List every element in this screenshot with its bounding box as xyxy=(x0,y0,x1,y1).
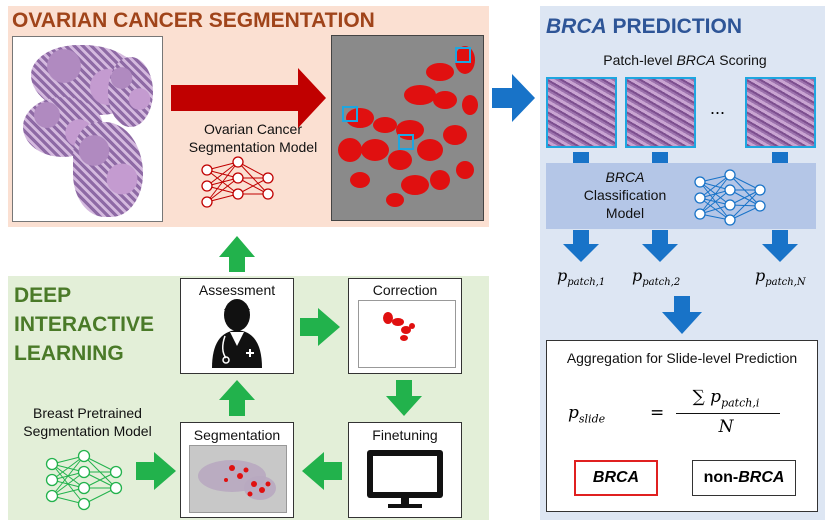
classification-model-band xyxy=(546,163,816,229)
correction-label: Correction xyxy=(372,282,438,298)
p-patch-2-label: ppatch,2 xyxy=(632,266,681,289)
classification-model-label: BRCA Classification Model xyxy=(583,169,667,221)
blue-arrow-down-icon-2 xyxy=(642,230,678,262)
segmentation-label: Segmentation xyxy=(193,427,281,443)
segmentation-mask-blobs xyxy=(338,46,478,207)
patch-connector-1 xyxy=(573,152,589,163)
seg-roi-box-3 xyxy=(398,134,414,150)
finetuning-label: Finetuning xyxy=(372,427,438,443)
non-brca-result-box: non-BRCA xyxy=(692,460,796,496)
correction-mask-blobs xyxy=(383,312,415,341)
green-arrow-seg-to-assess-icon xyxy=(219,380,255,416)
green-arrow-assess-to-correct-icon xyxy=(300,308,340,346)
correction-image xyxy=(358,300,456,368)
blue-arrow-right-icon xyxy=(492,74,535,122)
patch-connector-n xyxy=(772,152,788,163)
patch-image-1 xyxy=(546,77,617,148)
assessment-label: Assessment xyxy=(198,282,276,298)
brca-network-icon xyxy=(694,169,766,226)
blue-arrow-to-aggregation-icon xyxy=(662,296,702,334)
monitor-icon xyxy=(367,450,443,508)
whole-slide-image xyxy=(12,36,163,222)
slide-formula: pslide = ∑ ppatch,i N xyxy=(566,385,806,445)
green-arrow-finetune-to-seg-icon xyxy=(302,452,342,490)
seg-roi-box-2 xyxy=(342,106,358,122)
patch-ellipsis: ... xyxy=(710,98,726,118)
breast-pretrained-label: Breast Pretrained Segmentation Model xyxy=(23,405,152,439)
breast-network-icon xyxy=(45,449,123,511)
dark-red-arrow-icon xyxy=(171,68,326,128)
green-arrow-correct-to-finetune-icon xyxy=(386,380,422,416)
ovarian-model-label: Ovarian Cancer Segmentation Model xyxy=(188,121,318,155)
green-arrow-up-to-seg-icon xyxy=(219,236,255,272)
seg-panel-title: OVARIAN CANCER SEGMENTATION xyxy=(12,9,375,32)
patch-scoring-label: Patch-level BRCA Scoring xyxy=(603,52,767,68)
patch-image-n xyxy=(745,77,816,148)
p-patch-1-label: ppatch,1 xyxy=(557,266,606,289)
brca-panel-title: BRCA PREDICTION xyxy=(546,15,743,38)
dil-panel-title: DEEP INTERACTIVE LEARNING xyxy=(14,284,155,365)
seg-roi-box-1 xyxy=(455,47,471,63)
blue-arrow-down-icon-1 xyxy=(563,230,599,262)
patch-image-2 xyxy=(625,77,696,148)
patch-connector-2 xyxy=(652,152,668,163)
brca-result-box: BRCA xyxy=(574,460,658,496)
ovarian-network-icon xyxy=(201,156,274,208)
green-arrow-pretrained-to-seg-icon xyxy=(136,452,176,490)
segmentation-result-tissue xyxy=(198,460,276,500)
doctor-icon xyxy=(212,299,262,368)
p-patch-n-label: ppatch,N xyxy=(755,266,806,289)
blue-arrow-down-icon-n xyxy=(762,230,798,262)
aggregation-title: Aggregation for Slide-level Prediction xyxy=(566,350,798,366)
